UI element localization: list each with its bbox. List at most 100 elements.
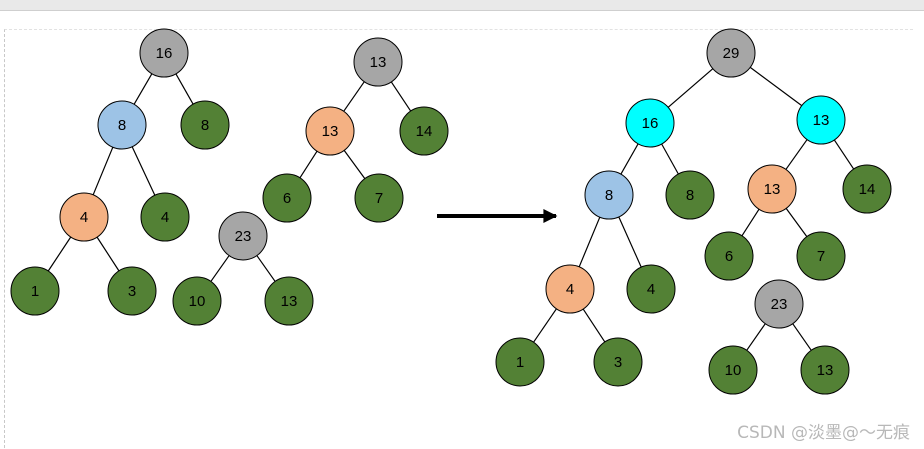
tree-node-a4r: 4 <box>140 192 190 242</box>
node-label: 6 <box>283 190 291 207</box>
node-label: 16 <box>156 45 173 62</box>
canvas-frame <box>4 29 913 448</box>
node-label: 14 <box>859 181 876 198</box>
node-label: 8 <box>201 117 209 134</box>
node-label: 23 <box>771 296 788 313</box>
node-label: 13 <box>281 293 298 310</box>
node-label: 8 <box>118 117 126 134</box>
edge-b13-b13o <box>343 81 365 112</box>
node-circle <box>10 266 60 316</box>
node-label: 6 <box>725 248 733 265</box>
tree-node-r10: 10 <box>708 345 758 395</box>
edge-r8-r4r <box>618 216 642 268</box>
node-circle <box>584 170 634 220</box>
node-circle <box>796 95 846 145</box>
node-label: 4 <box>80 209 88 226</box>
tree-node-r3: 3 <box>593 337 643 387</box>
tree-node-b7: 7 <box>354 173 404 223</box>
node-circle <box>747 164 797 214</box>
edge-a8-a4 <box>92 146 114 196</box>
node-label: 29 <box>723 45 740 62</box>
tree-node-r13o: 13 <box>747 164 797 214</box>
edge-b13o-b6 <box>299 150 318 179</box>
node-label: 16 <box>642 115 659 132</box>
node-circle <box>107 266 157 316</box>
tree-node-r16: 16 <box>625 98 675 148</box>
node-circle <box>625 98 675 148</box>
edge-r16-r8 <box>620 143 639 175</box>
tree-node-c10: 10 <box>172 276 222 326</box>
node-label: 14 <box>416 123 433 140</box>
edge-a4-a3 <box>96 236 120 272</box>
node-circle <box>59 192 109 242</box>
tree-node-r6: 6 <box>704 231 754 281</box>
tree-node-b13o: 13 <box>305 106 355 156</box>
node-label: 8 <box>686 187 694 204</box>
edge-r23-r10 <box>746 323 766 351</box>
node-circle <box>626 264 676 314</box>
tree-node-a4: 4 <box>59 192 109 242</box>
node-label: 13 <box>764 181 781 198</box>
tree-node-a1: 1 <box>10 266 60 316</box>
window-top-bar <box>0 0 924 11</box>
node-circle <box>842 164 892 214</box>
edge-r13o-r6 <box>741 208 760 237</box>
tree-node-b14: 14 <box>399 106 449 156</box>
node-circle <box>665 170 715 220</box>
tree-node-a8r: 8 <box>180 100 230 150</box>
node-circle <box>262 173 312 223</box>
node-circle <box>495 337 545 387</box>
edge-b13o-b7 <box>343 150 366 179</box>
edge-r13c-r13o <box>785 139 808 170</box>
tree-node-r8: 8 <box>584 170 634 220</box>
edge-r16-r8r <box>661 143 679 175</box>
node-label: 4 <box>647 281 655 298</box>
node-circle <box>264 276 314 326</box>
edge-r4-r1 <box>533 308 557 343</box>
tree-node-r14: 14 <box>842 164 892 214</box>
edge-c23-c13 <box>256 255 276 282</box>
node-label: 13 <box>817 362 834 379</box>
node-label: 10 <box>189 293 206 310</box>
node-label: 3 <box>614 354 622 371</box>
node-label: 8 <box>605 187 613 204</box>
node-label: 23 <box>235 228 252 245</box>
node-label: 4 <box>566 281 574 298</box>
edge-a8-a4r <box>131 146 156 196</box>
edge-a16-a8r <box>175 73 194 105</box>
node-label: 13 <box>813 112 830 129</box>
node-circle <box>97 100 147 150</box>
tree-edges <box>47 66 855 351</box>
tree-node-r13c: 13 <box>796 95 846 145</box>
tree-node-b13: 13 <box>353 37 403 87</box>
node-circle <box>593 337 643 387</box>
node-label: 7 <box>817 248 825 265</box>
node-circle <box>139 28 189 78</box>
tree-node-r4: 4 <box>545 264 595 314</box>
node-label: 3 <box>128 283 136 300</box>
tree-node-r29: 29 <box>706 28 756 78</box>
node-circle <box>706 28 756 78</box>
node-circle <box>305 106 355 156</box>
node-circle <box>796 231 846 281</box>
node-circle <box>218 211 268 261</box>
edge-a4-a1 <box>47 236 72 272</box>
tree-node-r13g: 13 <box>800 345 850 395</box>
tree-node-r1: 1 <box>495 337 545 387</box>
node-circle <box>180 100 230 150</box>
node-label: 1 <box>31 283 39 300</box>
tree-node-a3: 3 <box>107 266 157 316</box>
edge-r13c-r14 <box>833 139 855 170</box>
node-circle <box>140 192 190 242</box>
watermark: CSDN @淡墨@～无痕 <box>737 423 910 443</box>
edge-a16-a8 <box>133 73 153 105</box>
node-circle <box>800 345 850 395</box>
node-circle <box>754 279 804 329</box>
tree-node-r23: 23 <box>754 279 804 329</box>
node-circle <box>704 231 754 281</box>
node-circle <box>354 173 404 223</box>
tree-node-r4r: 4 <box>626 264 676 314</box>
edge-r29-r13c <box>749 66 803 107</box>
